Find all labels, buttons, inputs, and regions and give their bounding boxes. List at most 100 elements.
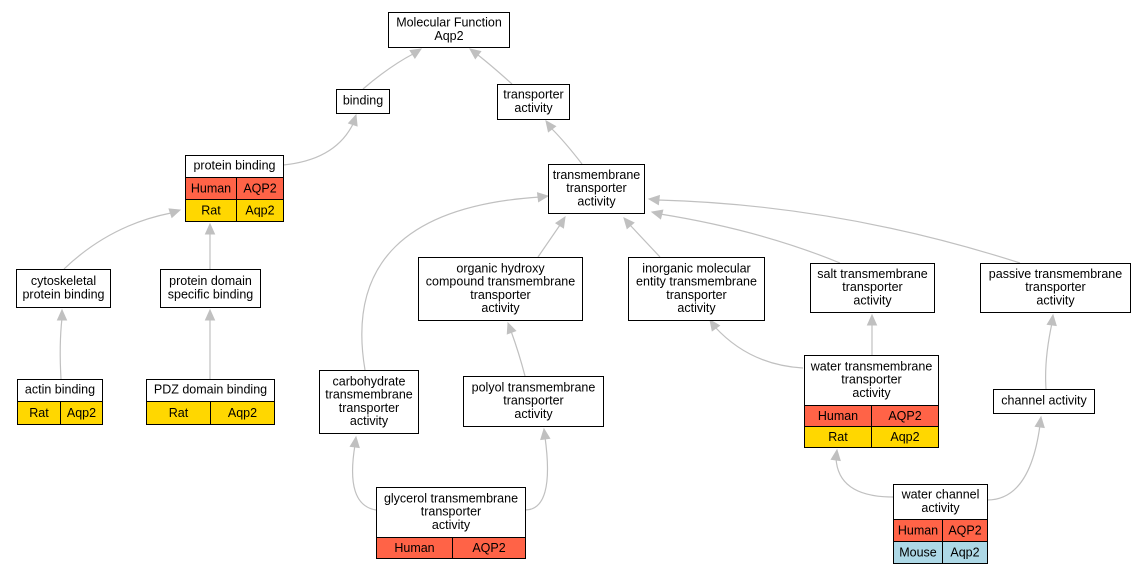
gene-label: Aqp2 [950,546,979,560]
term-label-line: specific binding [168,287,254,301]
arrowhead-icon [347,113,358,127]
term-node-glyc[interactable]: glycerol transmembranetransporteractivit… [376,487,526,559]
term-label-line: compound transmembrane [426,275,575,289]
edge-line [835,457,894,498]
gene-cell [871,426,939,448]
term-label-line: activity [1036,293,1075,307]
edge-carb-tmta [361,192,550,371]
term-box [388,12,510,48]
term-label-line: transporter [503,394,563,408]
edge-line [1045,322,1053,390]
term-node-chan[interactable]: channel activity [993,389,1095,414]
species-label: Mouse [899,546,937,560]
arrowhead-icon [409,48,423,60]
edge-line [629,224,661,258]
term-label-line: actin binding [25,383,95,397]
edges-layer [56,48,1057,511]
edge-pdz-pdsb [204,308,216,379]
arrowhead-icon [1034,415,1045,429]
arrowhead-icon [650,209,664,220]
term-label-line: channel activity [1001,394,1087,408]
term-label-line: transporter [566,181,626,195]
gene-cell [452,537,526,559]
edge-line [352,444,377,511]
term-label-line: transporter [339,401,399,415]
term-label-line: glycerol transmembrane [384,492,518,506]
gene-label: Aqp2 [67,406,96,420]
arrowhead-icon [204,222,216,235]
gene-label: AQP2 [472,541,505,555]
gene-label: Aqp2 [890,430,919,444]
arrowhead-icon [56,308,68,321]
edge-line [362,53,414,90]
term-node-bind[interactable]: binding [336,89,390,114]
term-box [497,84,570,120]
edge-line [657,199,1021,264]
edge-pbind-bind [282,113,358,166]
term-label-line: activity [481,301,520,315]
edge-line [551,128,583,165]
term-label-line: passive transmembrane [989,267,1122,281]
arrowhead-icon [469,48,482,60]
gene-cell [210,401,275,425]
term-label-line: transporter [841,373,901,387]
term-box [336,89,390,114]
term-node-water[interactable]: water transmembranetransporteractivityHu… [804,355,939,448]
edge-pass-tmta [647,194,1021,264]
term-node-carb[interactable]: carbohydratetransmembranetransporteracti… [319,370,419,434]
edge-cyto-pbind [63,208,182,270]
term-label-line: Aqp2 [434,29,463,43]
arrowhead-icon [830,448,841,462]
term-label-line: activity [677,301,716,315]
edge-wchan-chan [986,415,1045,501]
term-label-line: carbohydrate [333,374,406,388]
term-label-line: transmembrane [325,388,413,402]
gene-cell [60,401,103,425]
term-label-line: salt transmembrane [817,267,928,281]
edge-polyol-ohc [506,321,526,377]
species-label: Rat [29,406,49,420]
species-label: Human [898,524,938,538]
arrowhead-icon [506,321,517,335]
term-label-line: cytoskeletal [31,274,96,288]
arrowhead-icon [1046,313,1057,327]
edge-chan-pass [1045,313,1057,390]
arrowhead-icon [623,217,635,230]
term-label-line: entity transmembrane [636,275,757,289]
edge-ohc-tmta [537,215,566,258]
edge-line [714,326,804,369]
term-label-line: activity [514,101,553,115]
edge-tmta-trans [545,120,583,165]
edge-line [477,54,513,85]
edge-glyc-polyol [524,427,551,511]
term-label-line: Molecular Function [396,16,502,30]
edge-actin-cyto [56,308,68,380]
species-label: Human [191,182,231,196]
gene-label: AQP2 [888,409,921,423]
term-box [980,263,1131,313]
arrowhead-icon [545,120,557,133]
edge-line [282,123,354,166]
term-label-line: transporter [666,288,726,302]
term-label-line: activity [853,293,892,307]
arrowhead-icon [866,313,878,326]
arrowhead-icon [349,435,360,449]
gene-label: AQP2 [243,182,276,196]
term-label-line: polyol transmembrane [472,381,596,395]
